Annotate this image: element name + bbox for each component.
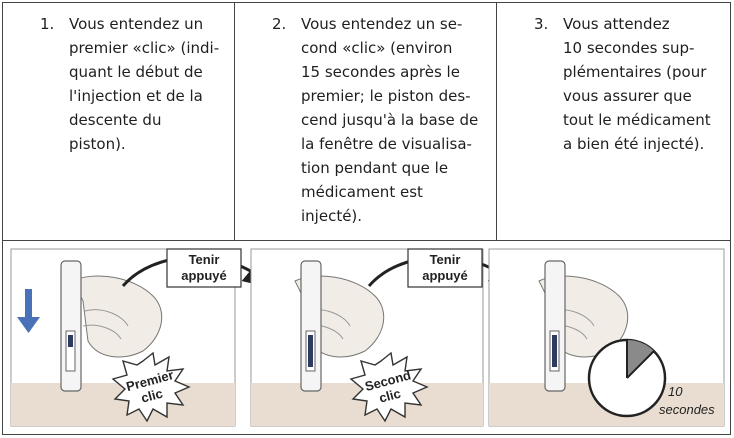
timer-clock-icon [587,338,667,418]
step-3-number: 3. [534,15,549,33]
click-burst: Premier clic [111,351,191,423]
step-2-line: tion pendant que le [301,159,449,177]
step-1-line: descente du [69,111,162,129]
step-3-line: 10 secondes sup- [563,39,695,57]
step-1-number: 1. [40,15,55,33]
step-3-line: a bien été injecté). [563,135,705,153]
hand-icon [72,275,163,358]
hold-label-2-line: appuyé [422,268,468,283]
step-2-number: 2. [272,15,287,33]
timer-value: 10 [668,384,683,399]
step-2-line: Vous entendez un se- [301,15,463,33]
step-1-line: quant le début de [69,63,203,81]
step-2-line: cond «clic» (environ [301,39,453,57]
step-2-text: Vous entendez un se- cond «clic» (enviro… [301,12,478,228]
step-3-text: Vous attendez 10 secondes sup- plémentai… [563,12,711,156]
step-1-line: premier «clic» (indi- [69,39,220,57]
hold-label-1-line: appuyé [181,268,227,283]
hold-arrow-1: Tenir appuyé [121,248,275,289]
step-2-line: injecté). [301,207,363,225]
step-3-line: Vous attendez [563,15,670,33]
step-3-line: tout le médicament [563,111,711,129]
skin-surface [11,383,235,426]
step-3-line: vous assurer que [563,87,692,105]
step-3-cell: 3. Vous attendez 10 secondes sup- plémen… [497,3,730,240]
hold-label-2-line: Tenir [430,252,461,267]
step-1-text: Vous entendez un premier «clic» (indi- q… [69,12,219,156]
hold-label-1-line: Tenir [189,252,220,267]
column-divider [234,3,235,240]
burst-2-line: clic [377,386,402,406]
step-2-line: médicament est [301,183,423,201]
push-down-arrow-icon [17,289,40,333]
click-burst: Second clic [349,351,429,423]
step-3-line: plémentaires (pour [563,63,707,81]
step-2-line: 15 secondes après le [301,63,460,81]
injection-pen-icon [300,260,322,392]
step-1-line: l'injection et de la [69,87,203,105]
step-2-line: la fenêtre de visualisa- [301,135,472,153]
step-1-cell: 1. Vous entendez un premier «clic» (indi… [3,3,234,240]
row-divider [3,240,730,241]
step-2-line: premier; le piston des- [301,87,471,105]
column-divider [496,3,497,240]
burst-1-line: clic [139,386,164,406]
step-2-line: cend jusqu'à la base de [301,111,479,129]
injection-illustration: Premier clic Tenir appuyé [3,241,730,434]
panel-3: 10 secondes [488,248,725,427]
step-1-line: Vous entendez un [69,15,204,33]
timer-unit: secondes [659,402,715,417]
injection-pen-icon [60,260,82,392]
step-1-line: piston). [69,135,126,153]
step-2-cell: 2. Vous entendez un se- cond «clic» (env… [235,3,496,240]
injection-pen-icon [544,260,566,392]
